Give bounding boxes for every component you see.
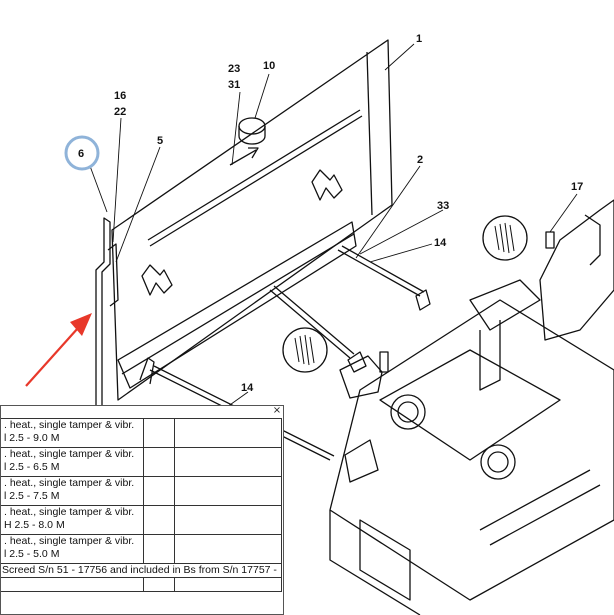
variant-cell: [142, 447, 175, 477]
detail-hatching: [294, 222, 515, 366]
callout-22: 22: [114, 106, 126, 118]
variants-table: . heat., single tamper & vibr.l 2.5 - 9.…: [1, 418, 283, 592]
close-icon[interactable]: ×: [272, 405, 282, 416]
table-row: Screed S/n 51 - 17756 and included in Bs…: [1, 563, 282, 578]
variant-cell: [173, 476, 283, 506]
table-row[interactable]: . heat., single tamper & vibr.l 2.5 - 9.…: [1, 418, 283, 448]
leader-lines: [89, 43, 578, 413]
table-row[interactable]: . heat., single tamper & vibr.l 2.5 - 5.…: [1, 534, 283, 564]
callout-33: 33: [437, 200, 449, 212]
callout-2: 2: [417, 154, 423, 166]
callout-14: 14: [434, 237, 447, 249]
variant-description: . heat., single tamper & vibr.l 2.5 - 5.…: [1, 534, 144, 564]
variant-cell: [142, 476, 175, 506]
variant-cell: [173, 505, 283, 535]
highlight-circle: [64, 135, 100, 171]
empty-cell: [1, 577, 144, 592]
callout-17: 17: [571, 181, 583, 193]
variant-cell: [173, 447, 283, 477]
variant-description: . heat., single tamper & vibr.l 2.5 - 6.…: [1, 447, 144, 477]
linework: [95, 39, 614, 615]
variant-cell: [142, 418, 175, 448]
callout-1: 1: [416, 33, 422, 45]
callout-16: 16: [114, 90, 126, 102]
variant-cell: [142, 534, 175, 564]
callout-31: 31: [228, 79, 240, 91]
table-row[interactable]: . heat., single tamper & vibr.l 2.5 - 7.…: [1, 476, 283, 506]
callout-14-lower: 14: [241, 382, 254, 394]
variant-description: . heat., single tamper & vibr.l 2.5 - 9.…: [1, 418, 144, 448]
part-variants-panel: × . heat., single tamper & vibr.l 2.5 - …: [0, 405, 284, 615]
callout-23: 23: [228, 63, 240, 75]
serial-note: Screed S/n 51 - 17756 and included in Bs…: [1, 563, 282, 578]
table-row[interactable]: . heat., single tamper & vibr.l 2.5 - 6.…: [1, 447, 283, 477]
table-row: [1, 577, 283, 592]
variant-description: . heat., single tamper & vibr.l 2.5 - 7.…: [1, 476, 144, 506]
callout-5: 5: [157, 135, 163, 147]
variant-description: . heat., single tamper & vibr.H 2.5 - 8.…: [1, 505, 144, 535]
variant-cell: [173, 534, 283, 564]
variant-cell: [173, 418, 283, 448]
table-row[interactable]: . heat., single tamper & vibr.H 2.5 - 8.…: [1, 505, 283, 535]
callout-6: 6: [78, 148, 84, 160]
empty-cell: [142, 577, 175, 592]
empty-cell: [173, 577, 283, 592]
red-arrow-icon: [25, 313, 92, 387]
callout-10: 10: [263, 60, 275, 72]
variant-cell: [142, 505, 175, 535]
